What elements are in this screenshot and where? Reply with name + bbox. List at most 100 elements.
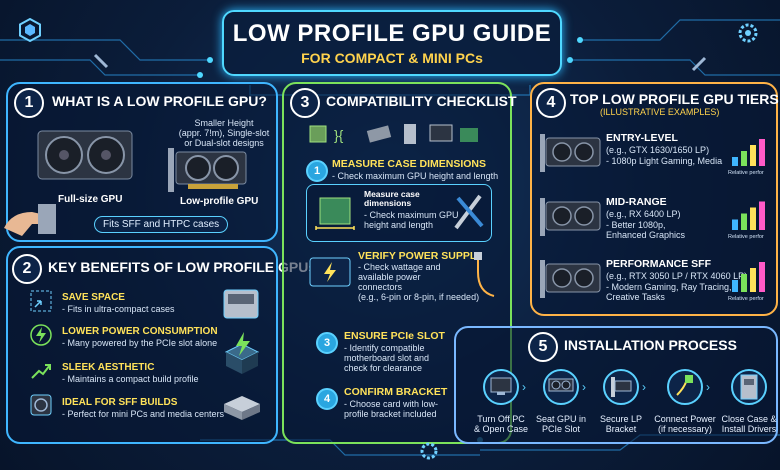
tier-2-perf-bar-3 (750, 207, 756, 230)
section3-heading: COMPATIBILITY CHECKLIST (326, 93, 517, 109)
wrench-screwdriver-icon (454, 194, 484, 230)
power-desc-line-1: - Check wattage and (358, 262, 441, 272)
tier-2-model: (e.g., RX 6400 LP) (606, 209, 681, 219)
tier-1-perf-bar-1 (732, 157, 738, 166)
section4-heading: TOP LOW PROFILE GPU TIERS (570, 91, 779, 107)
step4-desc-line-2: profile bracket included (344, 409, 437, 419)
install-step-4-line-2: (if necessary) (657, 424, 712, 434)
power-box-icon (224, 332, 260, 374)
tier-2-desc-line-2: Enhanced Graphics (606, 230, 686, 240)
measure-desc-line-2: height and length (364, 220, 434, 230)
benefit-3-title: SLEEK AESTHETIC (62, 362, 155, 373)
benefit-1-desc: - Fits in ultra-compact cases (62, 304, 175, 314)
install-step-5-line-1: Close Case & (721, 414, 777, 424)
hand-holding-card-icon (4, 204, 56, 236)
low-profile-gpu-image (168, 148, 247, 192)
power-desc-line-4: (e.g., 6-pin or 8-pin, if needed) (358, 292, 480, 302)
check-step-4-desc: - Choose card with low- profile bracket … (344, 399, 438, 419)
measure-box-desc: - Check maximum GPU height and length (364, 210, 459, 230)
step3-desc-line-2: motherboard slot and (344, 353, 430, 363)
check-step-4-title: CONFIRM BRACKET (344, 386, 448, 398)
benefit-1-title: SAVE SPACE (62, 292, 125, 303)
check-step-1-desc: - Check maximum GPU height and length (332, 171, 499, 181)
battery-icon (309, 257, 351, 287)
section4-number: 4 (536, 88, 566, 118)
full-size-gpu-label: Full-size GPU (58, 194, 123, 205)
install-step-3-line-2: Bracket (605, 424, 637, 434)
step-arrow-4: › (706, 380, 710, 394)
tier-3-perf-label: Relative perfor (728, 296, 764, 302)
tier-2-name: MID-RANGE (606, 196, 667, 208)
power-off-icon (483, 369, 519, 405)
step3-desc-line-1: - Identify compatible (344, 343, 425, 353)
tier-3-perf-bar-3 (750, 268, 756, 292)
measure-title-line-1: Measure case (364, 189, 420, 199)
install-step-2-line-1: Seat GPU in (535, 414, 587, 424)
tier-3-model: (e.g., RTX 3050 LP / RTX 4060 LP) (606, 271, 748, 281)
case-icon (731, 369, 767, 405)
bracket-icon (603, 369, 639, 405)
fits-sff-badge: Fits SFF and HTPC cases (94, 216, 229, 233)
step-arrow-2: › (582, 380, 586, 394)
lp-height-note: Smaller Height (appr. 7!m), Single-slot … (177, 118, 271, 148)
tier-2-perf-label: Relative perfor (728, 234, 764, 240)
step-arrow-1: › (522, 380, 526, 394)
section1-number: 1 (14, 88, 44, 118)
install-step-2-line-2: PCIe Slot (541, 424, 581, 434)
tier-1-perf-chart (732, 139, 765, 166)
power-supply-desc: - Check wattage and available power conn… (358, 262, 479, 302)
check-step-1-title: MEASURE CASE DIMENSIONS (332, 158, 487, 170)
install-step-3-line-1: Secure LP (599, 414, 643, 424)
tier-3-perf-bar-2 (741, 274, 747, 292)
install-step-1-line-2: & Open Case (473, 424, 529, 434)
install-step-4-label: Connect Power(if necessary) (650, 414, 720, 434)
measure-box-title: Measure case dimensions (364, 190, 420, 208)
power-desc-line-3: connectors (358, 282, 403, 292)
benefit-2-desc: - Many powered by the PCIe slot alone (62, 338, 218, 348)
tier-2-perf-chart (732, 201, 765, 230)
install-step-1-label: Turn Off PC& Open Case (466, 414, 536, 434)
section2-heading: KEY BENEFITS OF LOW PROFILE GPUs (48, 259, 317, 275)
power-connector-icon (667, 369, 703, 405)
power-desc-line-2: available power (358, 272, 421, 282)
tier-1-perf-bar-3 (750, 145, 756, 166)
measure-title-line-2: dimensions (364, 198, 412, 208)
page-subtitle: FOR COMPACT & MINI PCs (301, 50, 483, 66)
check-step-4-number: 4 (316, 388, 338, 410)
tier-2-gpu-image (540, 198, 601, 236)
check-step-3-desc: - Identify compatible motherboard slot a… (344, 343, 429, 373)
step-arrow-3: › (642, 380, 646, 394)
benefit-4-desc: - Perfect for mini PCs and media centers (62, 409, 225, 419)
step4-desc-line-1: - Choose card with low- (344, 399, 439, 409)
component-icons-row: }{ (309, 124, 478, 144)
install-step-5-line-2: Install Drivers (721, 424, 777, 434)
measure-case-icon (315, 197, 355, 230)
full-size-gpu-image (37, 130, 133, 180)
tier-1-gpu-image (540, 134, 601, 172)
fan-icon (30, 394, 52, 416)
tier-1-name: ENTRY-LEVEL (606, 132, 678, 144)
tier-3-gpu-image (540, 260, 601, 298)
tier-3-name: PERFORMANCE SFF (606, 258, 711, 270)
hexagon-icon (19, 18, 41, 42)
lp-note-line-2: (appr. 7!m), Single-slot (178, 128, 270, 138)
benefit-3-desc: - Maintains a compact build profile (62, 374, 199, 384)
title-banner: LOW PROFILE GPU GUIDE FOR COMPACT & MINI… (222, 10, 562, 76)
install-step-1-line-1: Turn Off PC (477, 414, 525, 424)
svg-text:}{: }{ (334, 127, 344, 143)
screw-icon-left (93, 53, 109, 69)
lp-note-line-3: or Dual-slot designs (184, 138, 264, 148)
tier-2-perf-bar-2 (741, 213, 747, 230)
check-step-3-title: ENSURE PCIe SLOT (344, 330, 445, 342)
tier-3-perf-bar-4 (759, 262, 765, 292)
power-supply-title: VERIFY POWER SUPPLY (358, 250, 483, 262)
tier-2-perf-bar-1 (732, 219, 738, 230)
mini-pc-icon (223, 289, 259, 319)
bottom-gear-icon (420, 442, 438, 460)
page-title: LOW PROFILE GPU GUIDE (232, 20, 552, 47)
measure-desc-line-1: - Check maximum GPU (364, 210, 459, 220)
tier-3-desc-line-1: - Modern Gaming, Ray Tracing, (606, 282, 732, 292)
power-cable-icon (474, 252, 495, 297)
step3-desc-line-3: check for clearance (344, 363, 423, 373)
